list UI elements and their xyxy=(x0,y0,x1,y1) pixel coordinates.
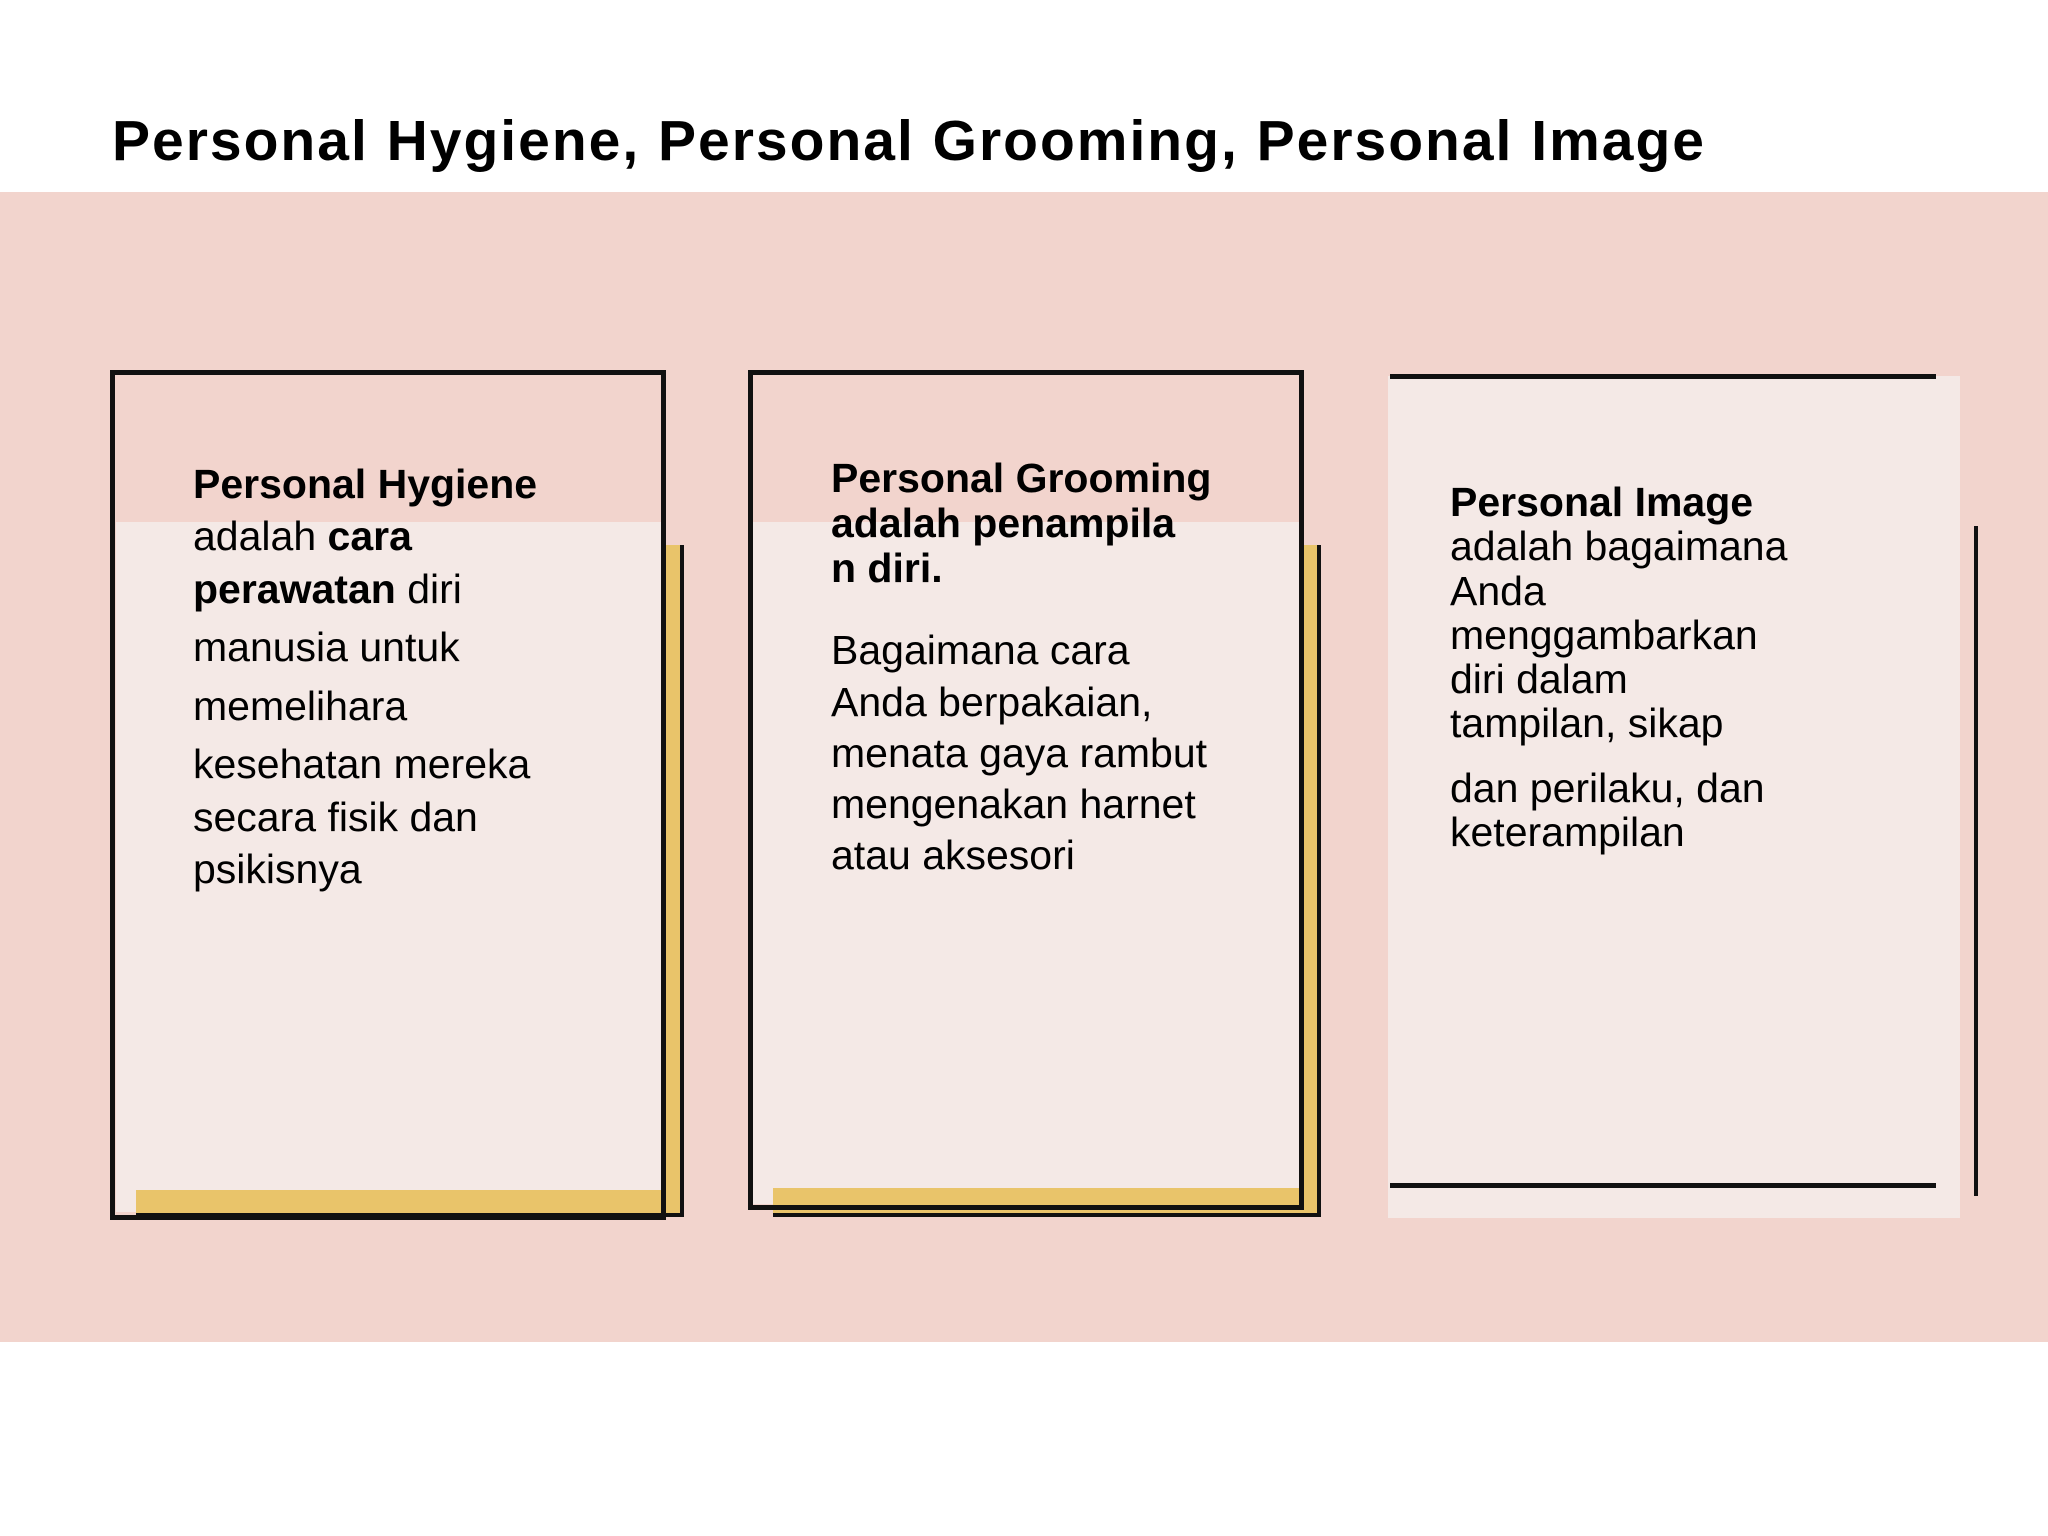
card-text: Personal Hygiene adalah cara perawatan d… xyxy=(193,458,613,896)
card-panel xyxy=(1388,376,1960,1218)
card-line: Bagaimana cara xyxy=(831,627,1130,674)
card-heading-line: n diri. xyxy=(831,545,943,592)
card-text-bold: cara xyxy=(327,513,412,560)
card-line: tampilan, sikap xyxy=(1450,700,1724,747)
card-line: menata gaya rambut xyxy=(831,729,1208,776)
card-panel xyxy=(753,522,1299,1204)
card-edge-line xyxy=(680,545,684,1217)
card-line: Anda berpakaian, xyxy=(831,678,1153,725)
card-line: Anda xyxy=(1450,567,1546,614)
slide-title: Personal Hygiene, Personal Grooming, Per… xyxy=(112,109,1706,173)
card-edge-line xyxy=(1317,545,1321,1217)
card-line: secara fisik dan xyxy=(193,793,478,840)
card-accent-side xyxy=(1299,545,1319,1215)
card-heading-line: Personal Grooming xyxy=(831,455,1212,501)
card-frame xyxy=(110,370,666,1220)
card-accent-side xyxy=(662,545,682,1215)
card-line: mengenakan harnet xyxy=(831,781,1196,828)
card-line: adalah cara xyxy=(193,510,613,562)
card-side-line xyxy=(1974,526,1978,1196)
card-bottom-line xyxy=(1390,1183,1936,1188)
card-line: psikisnya xyxy=(193,846,362,893)
card-text-segment: adalah xyxy=(193,513,328,560)
card-text: Personal Grooming adalah penampila n dir… xyxy=(831,455,1291,882)
card-text-bold: perawatan xyxy=(193,565,396,612)
card-accent-bottom xyxy=(136,1190,680,1216)
card-edge-line xyxy=(136,1213,684,1217)
spacer xyxy=(831,591,1291,625)
card-line: menggambarkan xyxy=(1450,611,1758,658)
card-edge-line xyxy=(773,1213,1321,1217)
card-line: perawatan diri xyxy=(193,563,613,615)
card-text: Personal Image adalah bagaimana Anda men… xyxy=(1450,480,1930,854)
card-frame xyxy=(748,370,1304,1210)
card-top-line xyxy=(1390,374,1936,379)
card-line: atau aksesori xyxy=(831,832,1075,879)
card-line: diri dalam xyxy=(1450,656,1628,703)
card-heading-line: adalah penampila xyxy=(831,500,1176,547)
card-line: dan perilaku, dan xyxy=(1450,764,1765,811)
card-line: kesehatan mereka xyxy=(193,741,531,788)
card-line: manusia untuk xyxy=(193,624,460,671)
card-heading: Personal Image xyxy=(1450,479,1754,525)
card-line: memelihara xyxy=(193,682,408,729)
card-panel xyxy=(116,522,662,1212)
card-line: keterampilan xyxy=(1450,808,1685,855)
card-text-segment: diri xyxy=(395,565,462,612)
card-heading: Personal Hygiene xyxy=(193,461,538,507)
card-line: adalah bagaimana xyxy=(1450,523,1788,570)
